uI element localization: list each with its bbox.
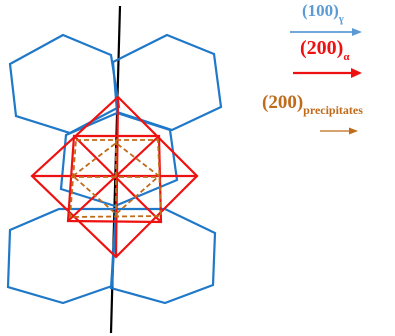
- ferrite-cell: [30, 95, 199, 259]
- legend-item-ferrite: (200)α: [293, 37, 362, 78]
- precipitate-cell: [69, 139, 162, 218]
- legend-item-austenite: (100)ɣ: [290, 1, 362, 36]
- legend-precipitates-label: (200)precipitates: [262, 92, 363, 117]
- ferrite-diagonal-b: [67, 135, 160, 222]
- legend-austenite-arrowhead: [352, 28, 362, 36]
- ferrite-diagonal-a: [73, 135, 162, 223]
- hexagon-bottom-right: [109, 207, 217, 305]
- hexagon-top-right: [111, 33, 223, 132]
- legend-ferrite-label: (200)α: [300, 37, 350, 63]
- legend-austenite-label: (100)ɣ: [302, 1, 344, 25]
- precipitate-outer-square: [69, 139, 162, 218]
- legend-precipitates-arrowhead: [349, 127, 358, 135]
- hexagon-bottom-left: [6, 207, 118, 305]
- precipitate-inner-square: [71, 141, 161, 216]
- legend-item-precipitates: (200)precipitates: [262, 92, 363, 135]
- legend: (100)ɣ (200)α (200)precipitates: [262, 1, 363, 135]
- legend-ferrite-arrowhead: [351, 68, 362, 78]
- hexagon-center: [59, 111, 179, 208]
